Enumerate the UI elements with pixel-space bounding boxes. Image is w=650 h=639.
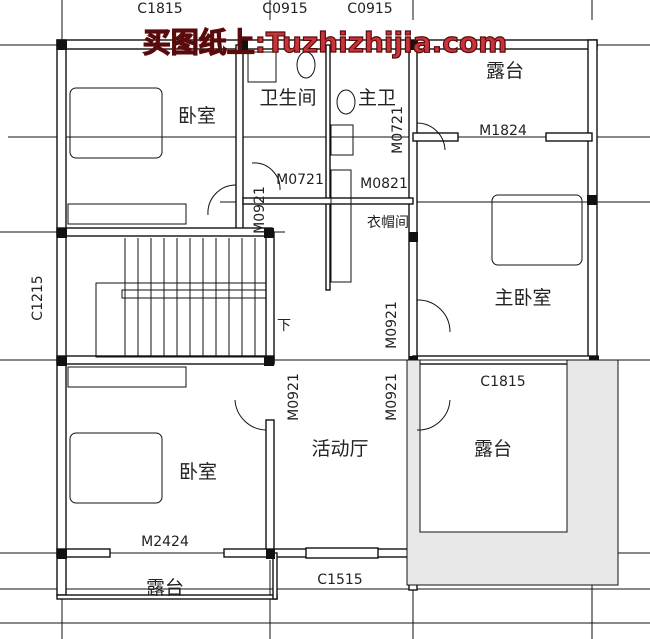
door-label: M2424 bbox=[141, 534, 189, 550]
bed-icon bbox=[69, 87, 163, 159]
door-swing-icon bbox=[416, 399, 451, 431]
room-label-bedroom: 卧室 bbox=[178, 105, 216, 127]
room-label-closet: 衣帽间 bbox=[367, 215, 409, 231]
labels: C1815 C0915 C0915 卧室 卫生间 主卫 露台 M1824 M07… bbox=[30, 1, 552, 599]
door-label: M0721 bbox=[276, 172, 324, 188]
door-label: M0821 bbox=[360, 176, 408, 192]
window-label: C1815 bbox=[480, 374, 525, 390]
door-swing-icon bbox=[251, 162, 281, 191]
wardrobe-icon bbox=[330, 169, 352, 283]
stairs bbox=[95, 282, 267, 358]
room-label-master-bath: 主卫 bbox=[358, 87, 396, 109]
bed-icon bbox=[69, 432, 163, 504]
door-swing-icon bbox=[416, 299, 451, 333]
sink-icon bbox=[247, 51, 277, 83]
toilet-icon bbox=[296, 51, 316, 79]
sink-icon bbox=[330, 124, 354, 156]
door-swing-icon bbox=[234, 399, 267, 431]
room-label-bathroom: 卫生间 bbox=[259, 87, 316, 109]
window-label: C0915 bbox=[347, 1, 392, 17]
window-label: C1815 bbox=[137, 1, 182, 17]
room-label-bedroom: 卧室 bbox=[179, 461, 217, 483]
stairs-down-label: 下 bbox=[277, 318, 291, 334]
wardrobe-icon bbox=[67, 366, 187, 388]
door-label: M0721 bbox=[390, 106, 406, 154]
window-label: C1515 bbox=[317, 572, 362, 588]
window-label: C0915 bbox=[262, 1, 307, 17]
watermark: 买图纸上:Tuzhizhijia.com bbox=[143, 26, 508, 59]
room-label-terrace: 露台 bbox=[146, 577, 184, 599]
wardrobe-icon bbox=[67, 203, 187, 225]
door-label: M1824 bbox=[479, 123, 527, 139]
room-label-activity-hall: 活动厅 bbox=[311, 438, 368, 460]
door-swing-icon bbox=[207, 184, 237, 216]
toilet-icon bbox=[336, 89, 356, 115]
door-label: M0921 bbox=[384, 301, 400, 349]
room-label-terrace: 露台 bbox=[486, 60, 524, 82]
window-label: C1215 bbox=[30, 275, 46, 320]
door-label: M0921 bbox=[252, 186, 268, 234]
room-label-terrace: 露台 bbox=[474, 438, 512, 460]
bed-icon bbox=[491, 194, 583, 266]
furniture bbox=[67, 51, 583, 504]
stair-treads bbox=[124, 238, 256, 356]
door-swing-icon bbox=[416, 122, 446, 151]
door-label: M0921 bbox=[286, 373, 302, 421]
roof-tiles bbox=[406, 359, 619, 586]
room-label-master-bedroom: 主卧室 bbox=[494, 287, 551, 309]
door-label: M0921 bbox=[384, 373, 400, 421]
